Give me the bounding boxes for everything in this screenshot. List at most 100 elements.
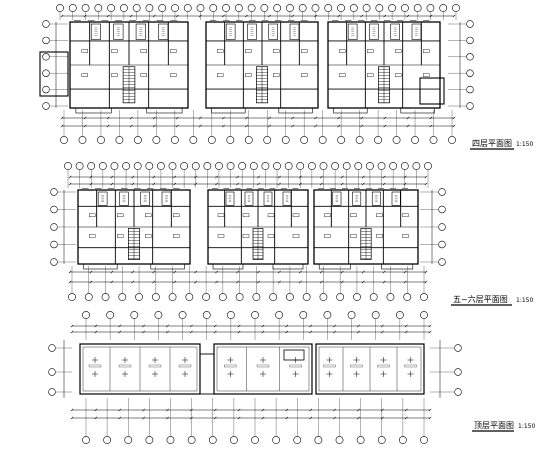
axis-bubble	[424, 162, 432, 170]
axis-bubble	[362, 4, 371, 12]
dimension-tick	[110, 280, 114, 284]
room-tag	[376, 234, 383, 238]
axis-bubble	[342, 162, 351, 170]
axis-bubble	[275, 311, 284, 319]
bathroom-wall	[263, 191, 273, 206]
axis-bubble	[389, 162, 398, 170]
dimension-tick	[404, 408, 408, 412]
dimension-tick	[118, 408, 122, 412]
axis-bubble	[263, 136, 272, 144]
axis-bubble	[42, 102, 50, 110]
dimension-tick	[215, 270, 219, 274]
dimension-tick	[424, 175, 428, 179]
dimension-tick	[429, 116, 433, 120]
axis-bubble	[375, 4, 384, 12]
dimension-tick	[452, 14, 456, 18]
room-tag	[267, 213, 275, 217]
dimension-tick	[94, 330, 98, 334]
dimension-tick	[189, 330, 193, 334]
axis-bubble	[252, 293, 261, 301]
dimension-tick	[337, 124, 341, 128]
dimension-tick	[404, 330, 408, 334]
room-tag	[273, 73, 280, 77]
dimension-tick	[198, 124, 202, 128]
plan-title-five-six-floor: 五~六层平面图	[453, 294, 508, 304]
axis-bubble	[187, 436, 196, 444]
axis-bubble	[229, 436, 238, 444]
dimension-tick	[215, 175, 219, 179]
axis-bubble	[171, 4, 179, 12]
dimension-tick	[298, 182, 302, 186]
plan-scale-fourth-floor: 1:150	[516, 141, 533, 148]
axis-bubble	[286, 293, 294, 301]
dimension-tick	[380, 330, 384, 334]
dimension-tick	[194, 182, 198, 186]
axis-bubble	[324, 4, 333, 12]
axis-bubble	[50, 258, 58, 266]
dimension-tick	[237, 324, 241, 328]
axis-bubble	[273, 162, 281, 170]
axis-bubble	[154, 311, 163, 319]
axis-bubble	[355, 136, 364, 144]
dimension-tick	[152, 270, 156, 274]
dimension-tick	[383, 116, 387, 120]
axis-bubble	[42, 69, 50, 77]
axis-bubble	[107, 4, 115, 12]
dimension-tick	[89, 270, 93, 274]
axis-bubble	[82, 436, 90, 444]
dimension-tick	[221, 116, 225, 120]
dimension-tick	[340, 175, 344, 179]
dimension-tick	[309, 330, 313, 334]
axis-bubble	[180, 162, 189, 170]
axis-bubble	[50, 188, 58, 196]
bathroom-wall	[391, 191, 401, 206]
axis-bubble	[81, 4, 90, 12]
dimension-tick	[309, 324, 313, 328]
room-tag	[111, 49, 118, 53]
bathroom-wall	[97, 191, 108, 206]
dimension-tick	[337, 14, 341, 18]
dimension-tick	[68, 270, 72, 274]
room-tag	[292, 213, 300, 217]
dimension-tick	[360, 116, 364, 120]
plan-scale-five-six-floor: 1:150	[516, 297, 533, 304]
dimension-tick	[383, 14, 387, 18]
axis-bubble	[251, 436, 259, 444]
axis-bubble	[438, 223, 446, 231]
room-tag	[144, 234, 152, 238]
room-tag	[292, 234, 300, 238]
axis-bubble	[235, 293, 244, 301]
dimension-tick	[221, 14, 225, 18]
dimension-tick	[268, 124, 271, 128]
dimension-tick	[83, 14, 87, 18]
dimension-tick	[131, 182, 135, 186]
bathroom-wall	[332, 191, 342, 206]
balcony-outline	[333, 107, 368, 114]
axis-bubble	[151, 293, 160, 301]
balcony-outline	[278, 107, 313, 114]
axis-bubble	[178, 311, 187, 319]
axis-bubble	[429, 136, 438, 144]
dimension-tick	[152, 175, 156, 179]
bathroom-wall	[225, 23, 236, 40]
dimension-tick	[356, 324, 360, 328]
room-tag	[81, 49, 89, 53]
axis-bubble	[101, 293, 110, 301]
dimension-tick	[142, 330, 146, 334]
dimension-tick	[291, 116, 295, 120]
bathroom-wall	[369, 23, 379, 40]
dimension-tick	[166, 324, 169, 328]
dimension-tick	[131, 270, 135, 274]
dimension-tick	[382, 270, 386, 274]
axis-bubble	[318, 136, 327, 144]
dimension-tick	[94, 416, 98, 420]
axis-bubble	[438, 205, 446, 214]
dimension-tick	[277, 182, 281, 186]
dimension-tick	[319, 175, 323, 179]
axis-bubble	[68, 293, 76, 301]
axis-bubble	[78, 136, 87, 144]
dimension-tick	[319, 182, 323, 186]
dimension-tick	[89, 175, 93, 179]
axis-bubble	[454, 344, 462, 352]
dimension-tick	[309, 416, 313, 420]
